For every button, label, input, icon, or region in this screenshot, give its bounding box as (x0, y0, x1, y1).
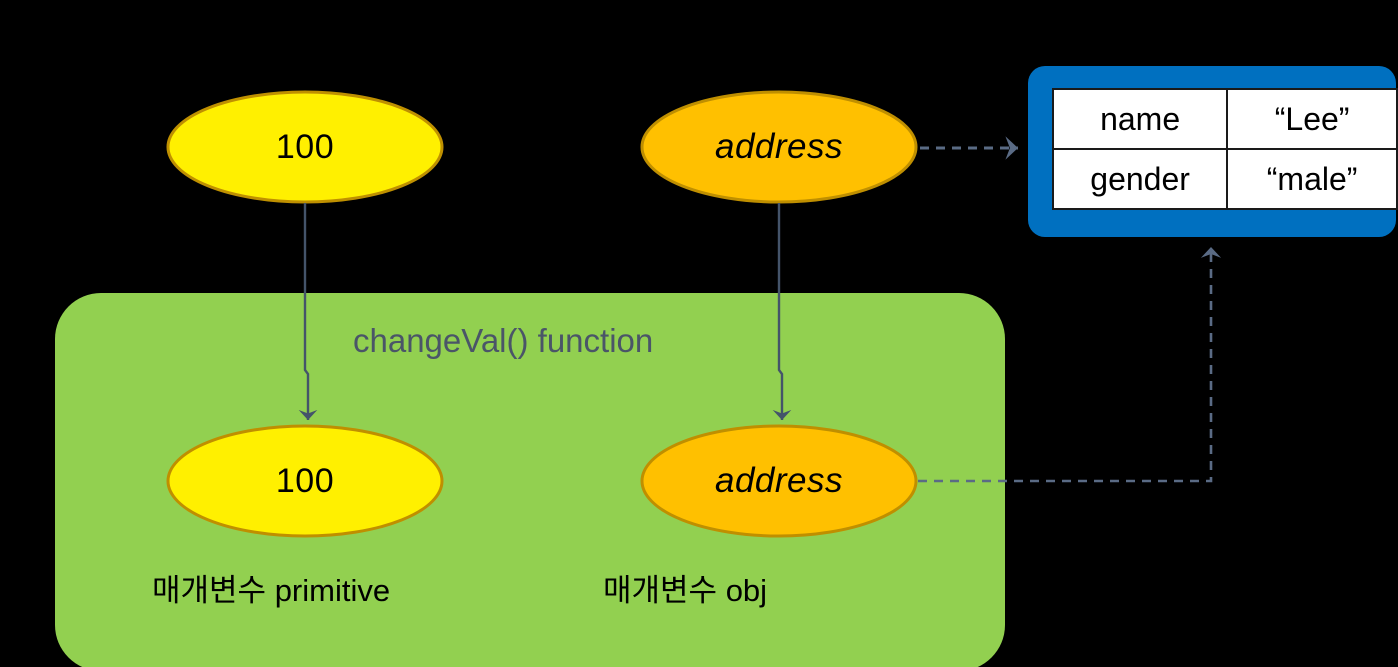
param-primitive-ellipse (166, 424, 444, 538)
object-key-name: name (1051, 88, 1229, 150)
object-properties-table: name “Lee” gender “male” (1051, 88, 1398, 210)
param-address-to-object-arrow (918, 246, 1222, 483)
outer-primitive-ellipse (166, 90, 444, 204)
param-obj-caption: 매개변수 obj (603, 573, 768, 608)
function-scope-box (55, 293, 1005, 667)
object-value-name: “Lee” (1226, 88, 1398, 150)
param-reference-ellipse (640, 424, 918, 538)
param-primitive-caption: 매개변수 primitive (152, 573, 391, 608)
table-row: gender “male” (1051, 148, 1398, 210)
object-value-gender: “male” (1226, 148, 1398, 210)
reference-copy-arrow (772, 203, 792, 421)
table-row: name “Lee” (1051, 88, 1398, 150)
primitive-copy-arrow (298, 203, 318, 421)
function-scope-title: changeVal() function (353, 322, 654, 359)
outer-reference-ellipse (640, 90, 918, 204)
object-key-gender: gender (1051, 148, 1229, 210)
